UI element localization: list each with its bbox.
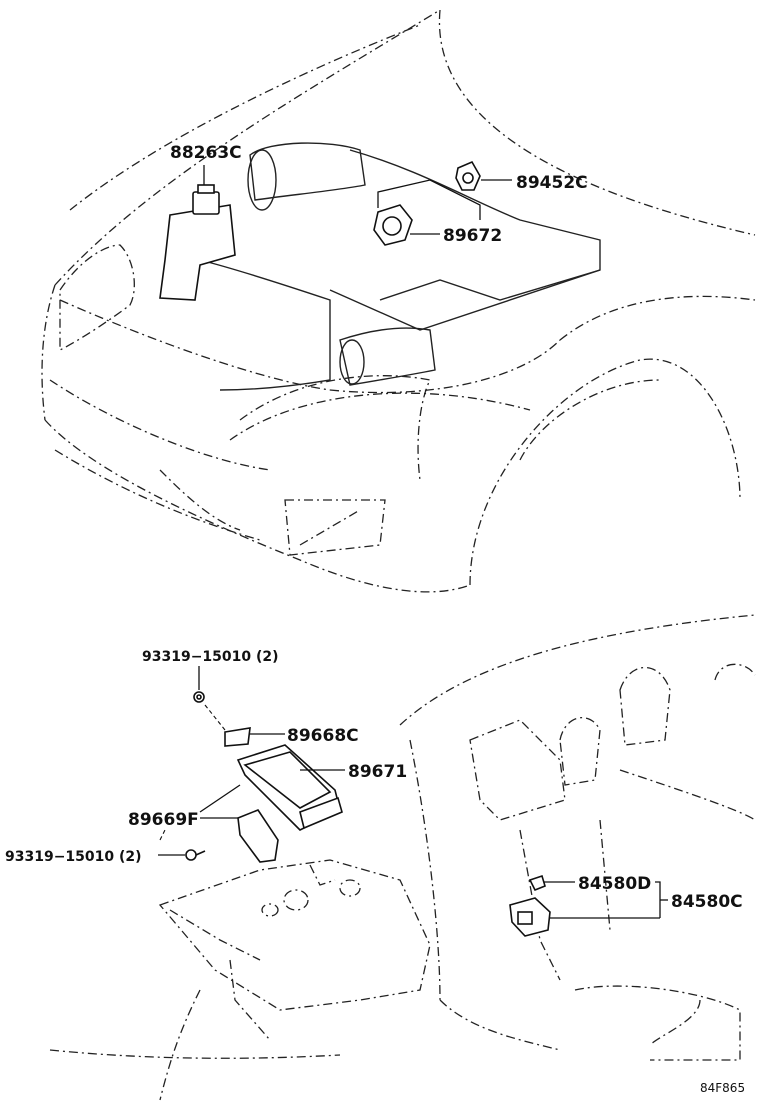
callout-84580c: 84580C [671, 892, 743, 912]
callout-89452c: 89452C [516, 173, 588, 193]
switch-part-84580c [509, 897, 551, 937]
relay-part-88263c [192, 184, 220, 215]
plate-part-89668c [224, 727, 251, 747]
callout-93319-bottom: 93319−15010 (2) [5, 849, 142, 865]
callout-93319-top: 93319−15010 (2) [142, 649, 279, 665]
callout-84580d: 84580D [578, 874, 651, 894]
sensor-part-89672 [373, 204, 413, 246]
callout-89669f: 89669F [128, 810, 199, 830]
diagram-code: 84F865 [700, 1081, 745, 1095]
bolt-part-93319-top [193, 691, 205, 703]
bracket-part-89669f [237, 809, 279, 863]
leader-lines [158, 165, 668, 919]
callout-89671: 89671 [348, 762, 407, 782]
ecu-part-89671 [236, 744, 343, 831]
clip-part-84580d [528, 874, 546, 892]
callout-88263c: 88263C [170, 143, 242, 163]
bolt-part-93319-bottom [185, 849, 206, 861]
clip-part-89452c [455, 160, 481, 191]
car-front-view [41, 9, 756, 593]
callout-89668c: 89668C [287, 726, 359, 746]
car-interior-view [49, 614, 756, 1101]
callout-89672: 89672 [443, 226, 502, 246]
